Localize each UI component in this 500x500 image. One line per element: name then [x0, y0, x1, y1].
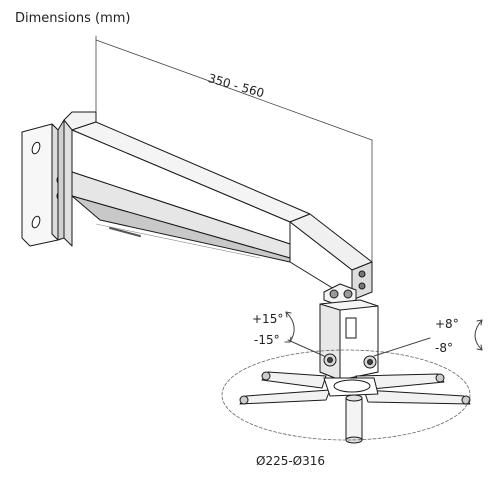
drop-joint: [323, 283, 357, 307]
tilt-arrow-icon: [284, 311, 325, 357]
tilt-up-label: +15°: [252, 312, 284, 326]
outer-arm: [71, 121, 311, 263]
inner-arm: [289, 213, 373, 301]
tilt-down-label: -15°: [254, 333, 280, 347]
arm-bracket: [57, 111, 97, 247]
tilt-head: [319, 299, 379, 381]
swivel-down-label: -8°: [435, 341, 453, 355]
swivel-up-label: +8°: [435, 317, 459, 331]
mount-diameter-ellipse: [221, 349, 471, 441]
dimension-lines: [95, 35, 373, 263]
dimensions-title: Dimensions (mm): [15, 11, 131, 26]
spider-base: [239, 371, 471, 444]
swivel-arrow-icon: [373, 319, 483, 357]
mount-diameter-label: Ø225-Ø316: [256, 454, 326, 468]
